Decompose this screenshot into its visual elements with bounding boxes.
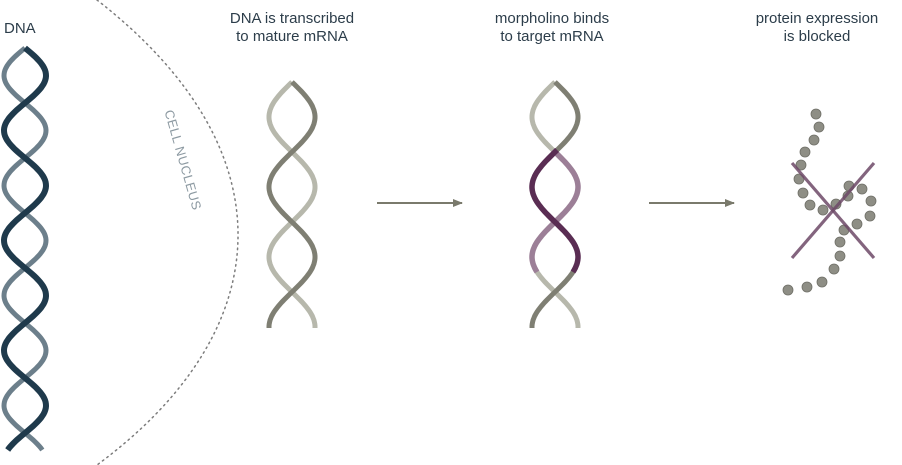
block-cross-stroke-b <box>790 161 876 260</box>
amino-acid-bead <box>817 204 829 216</box>
step-transcription-line-2: to mature mRNA <box>236 28 348 45</box>
morpholino-strand-front <box>529 148 581 274</box>
mrna-with-morpholino <box>529 80 581 328</box>
amino-acid-bead <box>797 187 809 199</box>
dna-strand-front <box>0 45 50 452</box>
amino-acid-bead <box>864 210 876 222</box>
morpholino-strand-back <box>529 148 581 274</box>
amino-acid-bead <box>834 236 846 248</box>
step-blocked-line-1: protein expression <box>755 10 879 27</box>
step-binding-label: morpholino binds to target mRNA <box>452 10 652 46</box>
amino-acid-bead <box>810 108 822 120</box>
step-transcription-label: DNA is transcribed to mature mRNA <box>192 10 392 46</box>
step-binding-line-1: morpholino binds <box>494 10 610 27</box>
amino-acid-bead <box>804 199 816 211</box>
mrna-strand-back <box>266 80 318 328</box>
nucleus-boundary <box>96 0 239 465</box>
mrna-strand <box>266 80 318 328</box>
amino-acid-bead <box>799 146 811 158</box>
amino-acid-bead <box>808 134 820 146</box>
amino-acid-bead <box>828 263 840 275</box>
amino-acid-bead <box>801 281 813 293</box>
dna-double-helix <box>0 45 50 452</box>
step-blocked-line-2: is blocked <box>783 28 851 45</box>
amino-acid-bead <box>856 183 868 195</box>
amino-acid-chain <box>782 108 877 296</box>
step-blocked-label: protein expression is blocked <box>717 10 902 46</box>
step-transcription-line-1: DNA is transcribed <box>229 10 355 27</box>
amino-acid-bead <box>865 195 877 207</box>
blocked-protein <box>782 108 877 296</box>
amino-acid-bead <box>816 276 828 288</box>
dna-label: DNA <box>4 20 36 37</box>
amino-acid-bead <box>851 218 863 230</box>
amino-acid-bead <box>782 284 794 296</box>
amino-acid-bead <box>813 121 825 133</box>
step-binding-line-2: to target mRNA <box>500 28 604 45</box>
dna-strand-back <box>1 46 49 452</box>
amino-acid-bead <box>795 159 807 171</box>
mrna-strand-front <box>266 80 318 328</box>
amino-acid-bead <box>834 250 846 262</box>
